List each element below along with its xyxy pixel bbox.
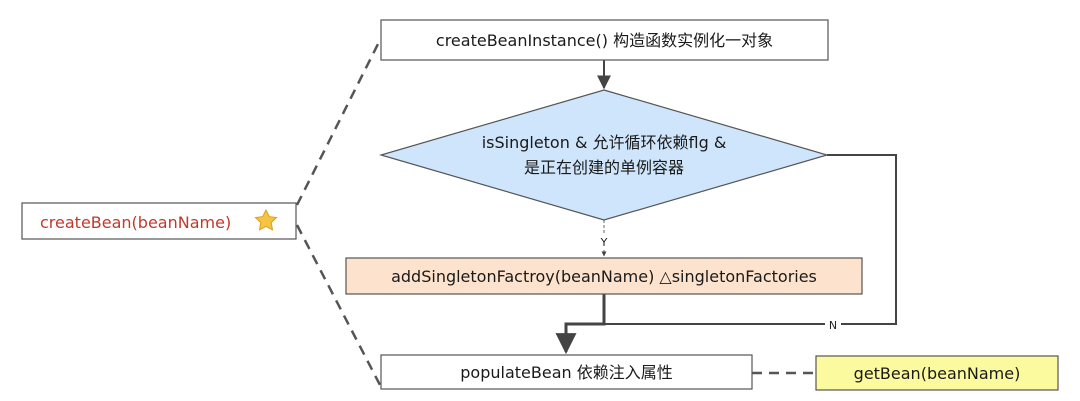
populate-bean-label: populateBean 依赖注入属性	[460, 363, 672, 382]
node-add-singleton-factory: addSingletonFactroy(beanName) △singleton…	[345, 257, 863, 295]
node-get-bean: getBean(beanName)	[815, 355, 1059, 391]
node-create-bean: createBean(beanName)	[21, 202, 297, 240]
get-bean-label: getBean(beanName)	[854, 364, 1021, 383]
create-bean-label: createBean(beanName)	[40, 213, 231, 232]
edge-decision-no	[566, 154, 897, 325]
add-singleton-factory-label: addSingletonFactroy(beanName) △singleton…	[391, 267, 817, 286]
dashed-connector-bottom	[295, 224, 382, 386]
yes-label: Y	[600, 236, 608, 249]
dashed-connector-top	[295, 39, 382, 206]
node-decision: isSingleton & 允许循环依赖flg & 是正在创建的单例容器	[378, 89, 830, 221]
decision-label-line2: 是正在创建的单例容器	[524, 158, 684, 177]
node-create-bean-instance: createBeanInstance() 构造函数实例化一对象	[380, 19, 829, 61]
create-bean-instance-label: createBeanInstance() 构造函数实例化一对象	[436, 31, 773, 50]
no-label: N	[829, 319, 837, 332]
decision-label-line1: isSingleton & 允许循环依赖flg &	[482, 133, 727, 152]
node-populate-bean: populateBean 依赖注入属性	[380, 354, 753, 390]
star-icon	[254, 208, 278, 231]
